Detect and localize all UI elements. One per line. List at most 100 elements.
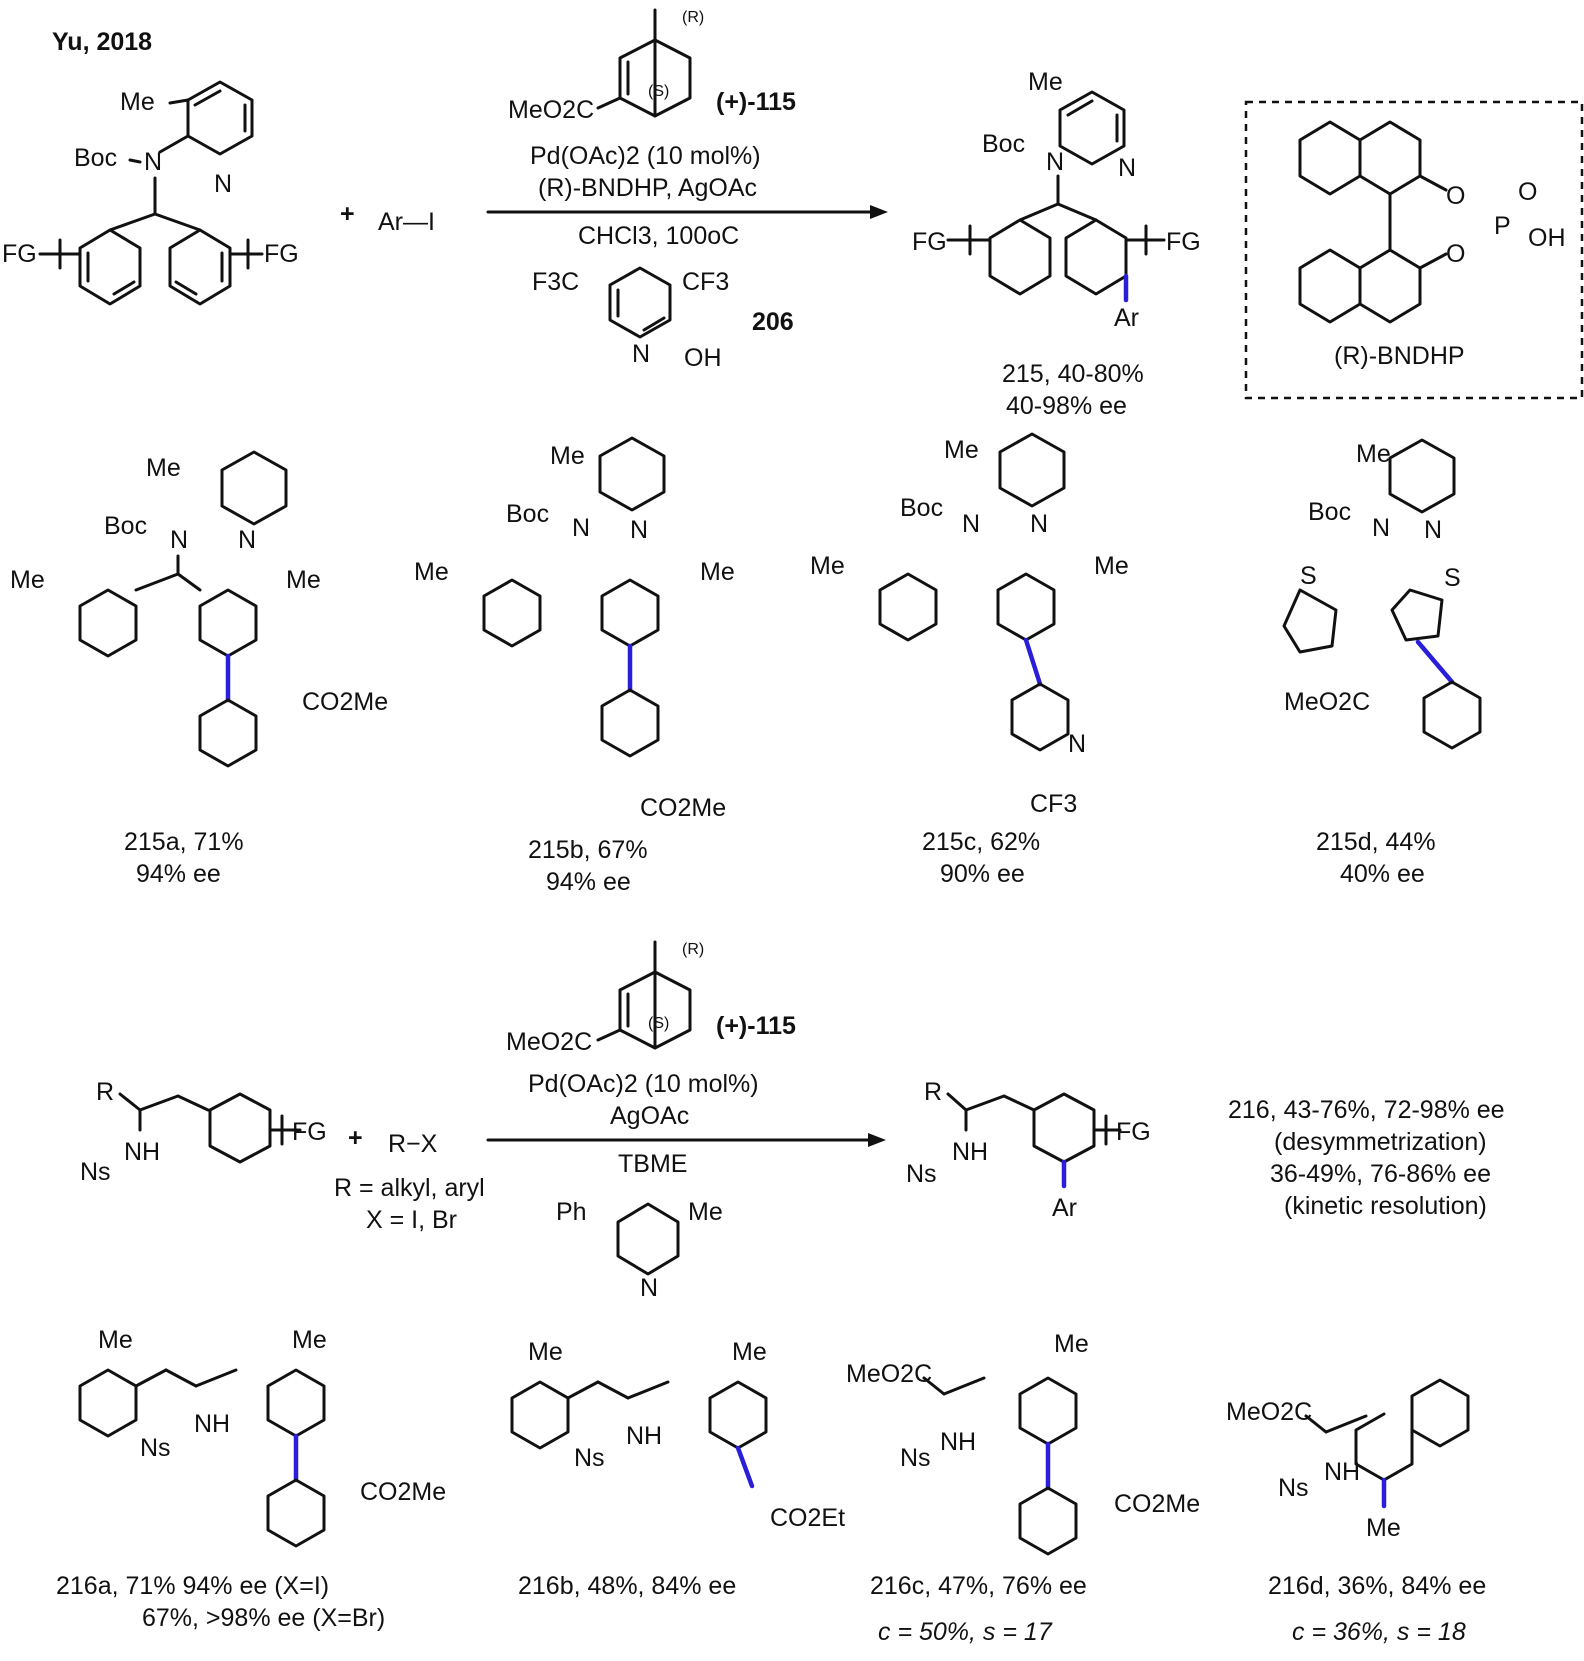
- example-216b: Me Me NH Ns CO2Et: [510, 1338, 845, 1532]
- atom-me: Me: [120, 88, 155, 116]
- atom-n: N: [214, 170, 232, 198]
- group-co2et: CO2Et: [770, 1504, 845, 1532]
- scheme-title: Yu, 2018: [52, 28, 152, 56]
- atom-me: Me: [944, 436, 979, 464]
- conditions-line-3: CHCl3, 100oC: [578, 222, 739, 250]
- product-215-caption: 215, 40-80%: [1002, 360, 1144, 388]
- atom-me: Me: [146, 454, 181, 482]
- group-co2me: CO2Me: [640, 794, 726, 822]
- example-216a-line2: 67%, >98% ee (X=Br): [142, 1604, 385, 1632]
- group-meo2c: MeO2C: [846, 1360, 932, 1388]
- example-216d-line2: c = 36%, s = 18: [1292, 1618, 1466, 1646]
- atom-r: R: [96, 1078, 114, 1106]
- norbornene-115: (R) (S) MeO2C (+)-115: [506, 940, 796, 1056]
- atom-me: Me: [810, 552, 845, 580]
- atom-me: Me: [1094, 552, 1129, 580]
- ligand-206: F3C CF3 N OH 206: [532, 266, 794, 372]
- conditions-line-1: Pd(OAc)2 (10 mol%): [528, 1070, 759, 1098]
- example-215a: Me N Boc N Me Me CO2Me: [10, 450, 388, 768]
- atom-nh: NH: [194, 1410, 230, 1438]
- atom-o: O: [1446, 182, 1465, 210]
- atom-me: Me: [1366, 1514, 1401, 1542]
- atom-n: N: [572, 514, 590, 542]
- conditions-line-2: (R)-BNDHP, AgOAc: [538, 174, 757, 202]
- group-cf3: CF3: [682, 268, 729, 296]
- example-215d: Me N Boc N S S MeO2C: [1282, 438, 1482, 750]
- example-215b-caption: 215b, 67%: [528, 836, 648, 864]
- atom-fg: FG: [1166, 228, 1201, 256]
- atom-boc: Boc: [900, 494, 943, 522]
- atom-nh: NH: [1324, 1458, 1360, 1486]
- group-meo2c: MeO2C: [508, 96, 594, 124]
- atom-nh: NH: [626, 1422, 662, 1450]
- example-215a-ee: 94% ee: [136, 860, 221, 888]
- atom-boc: Boc: [982, 130, 1025, 158]
- atom-ns: Ns: [80, 1158, 111, 1186]
- atom-me: Me: [1356, 440, 1391, 468]
- catalyst-label: (+)-115: [716, 88, 796, 116]
- atom-ns: Ns: [1278, 1474, 1309, 1502]
- example-216c-caption: 216c, 47%, 76% ee: [870, 1572, 1087, 1600]
- atom-n: N: [632, 340, 650, 368]
- product-215: Me N Boc N FG FG Ar: [912, 68, 1201, 332]
- example-215b: Me N Boc N Me Me CO2Me: [414, 436, 735, 822]
- stereo-label-r: (R): [682, 941, 704, 958]
- conditions-line-3: TBME: [618, 1150, 687, 1178]
- atom-nh: NH: [124, 1138, 160, 1166]
- atom-boc: Boc: [506, 500, 549, 528]
- atom-n: N: [1424, 516, 1442, 544]
- plus-sign: +: [340, 200, 355, 228]
- coupling-partner: R−X: [388, 1130, 438, 1158]
- bndhp-label: (R)-BNDHP: [1334, 342, 1465, 370]
- example-216c: MeO2C Me NH Ns CO2Me: [846, 1330, 1200, 1556]
- stereo-label-r: (R): [682, 9, 704, 26]
- group-co2me: CO2Me: [302, 688, 388, 716]
- atom-s: S: [1444, 564, 1461, 592]
- example-216a-caption: 216a, 71% 94% ee (X=I): [56, 1572, 329, 1600]
- result-summary-3: 36-49%, 76-86% ee: [1270, 1160, 1491, 1188]
- atom-n: N: [1118, 154, 1136, 182]
- result-summary-2: (desymmetrization): [1274, 1128, 1487, 1156]
- atom-fg: FG: [1116, 1118, 1151, 1146]
- example-216d-caption: 216d, 36%, 84% ee: [1268, 1572, 1486, 1600]
- atom-me: Me: [414, 558, 449, 586]
- atom-me: Me: [1028, 68, 1063, 96]
- atom-oh: OH: [1528, 224, 1566, 252]
- atom-n: N: [630, 516, 648, 544]
- atom-n: N: [144, 148, 162, 176]
- stereo-label-s: (S): [648, 1015, 669, 1032]
- atom-fg: FG: [2, 240, 37, 268]
- pyridine-ligand: Ph Me N: [556, 1198, 723, 1302]
- atom-n: N: [640, 1274, 658, 1302]
- atom-n: N: [1030, 510, 1048, 538]
- atom-o: O: [1518, 178, 1537, 206]
- atom-n: N: [962, 510, 980, 538]
- result-summary-4: (kinetic resolution): [1284, 1192, 1487, 1220]
- atom-ns: Ns: [140, 1434, 171, 1462]
- atom-nh: NH: [952, 1138, 988, 1166]
- atom-ar: Ar: [1114, 304, 1139, 332]
- aryl-iodide: Ar—I: [378, 208, 435, 236]
- group-ph: Ph: [556, 1198, 587, 1226]
- bndhp-box: [1244, 100, 1584, 400]
- atom-me: Me: [700, 558, 735, 586]
- atom-p: P: [1494, 212, 1511, 240]
- group-meo2c: MeO2C: [1284, 688, 1370, 716]
- atom-me: Me: [732, 1338, 767, 1366]
- atom-me: Me: [688, 1198, 723, 1226]
- atom-n: N: [1046, 148, 1064, 176]
- atom-s: S: [1300, 562, 1317, 590]
- atom-me: Me: [286, 566, 321, 594]
- atom-boc: Boc: [104, 512, 147, 540]
- atom-n: N: [1372, 514, 1390, 542]
- example-215b-ee: 94% ee: [546, 868, 631, 896]
- example-215c-caption: 215c, 62%: [922, 828, 1040, 856]
- atom-me: Me: [98, 1326, 133, 1354]
- atom-boc: Boc: [74, 144, 117, 172]
- conditions-line-1: Pd(OAc)2 (10 mol%): [530, 142, 761, 170]
- example-215d-caption: 215d, 44%: [1316, 828, 1436, 856]
- atom-me: Me: [550, 442, 585, 470]
- bndhp-structure: O O P O OH: [1298, 120, 1566, 324]
- result-summary-1: 216, 43-76%, 72-98% ee: [1228, 1096, 1505, 1124]
- atom-oh: OH: [684, 344, 722, 372]
